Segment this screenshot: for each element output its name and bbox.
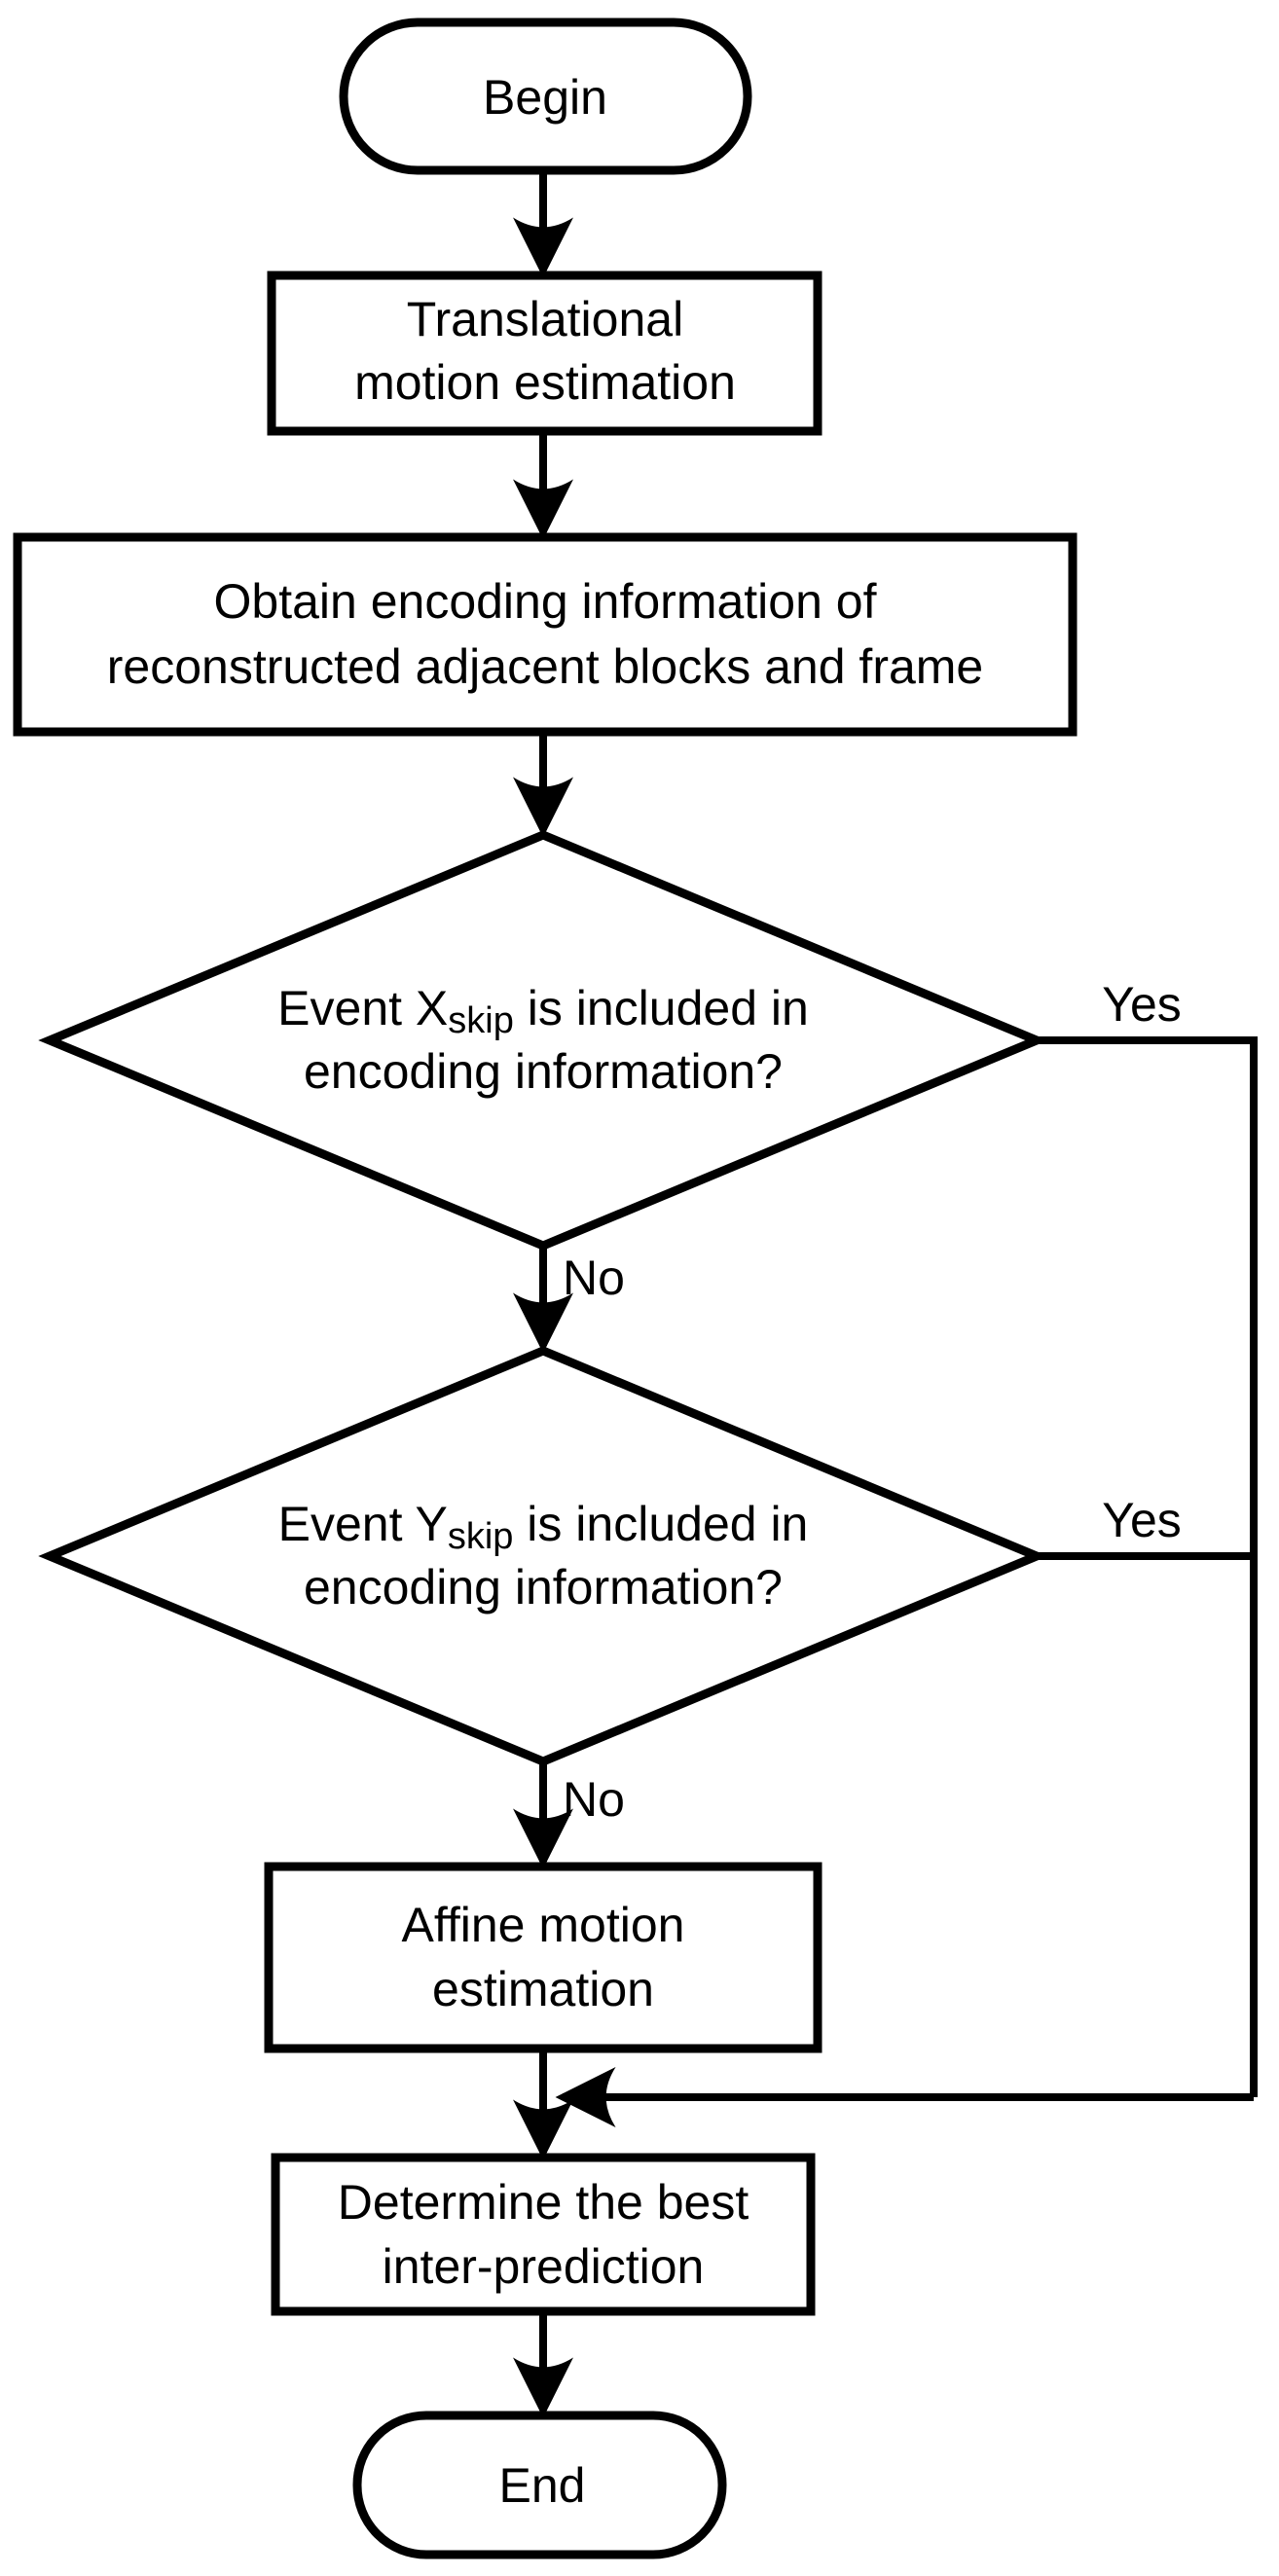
decision-x-label-line2: encoding information? bbox=[304, 1044, 783, 1099]
label-no-decision-y: No bbox=[563, 1772, 625, 1827]
process-affine-motion-estimation bbox=[264, 1862, 822, 2053]
terminator-begin-label: Begin bbox=[483, 70, 607, 125]
process-translational-motion-estimation bbox=[267, 271, 822, 436]
decision-x-label-line1: Event Xskip is included in bbox=[277, 981, 809, 1041]
decision-event-y-skip bbox=[38, 1346, 1048, 1766]
terminator-end-label: End bbox=[499, 2458, 586, 2513]
label-yes-decision-x: Yes bbox=[1102, 977, 1182, 1032]
process-obtain-encoding-information bbox=[13, 532, 1078, 737]
decision-y-label-line2: encoding information? bbox=[304, 1560, 783, 1615]
process-determine-best-inter-prediction bbox=[271, 2153, 816, 2316]
decision-y-label-line1: Event Yskip is included in bbox=[278, 1497, 809, 1557]
decision-event-x-skip bbox=[38, 830, 1048, 1251]
label-yes-decision-y: Yes bbox=[1102, 1493, 1182, 1547]
terminator-end bbox=[352, 2411, 727, 2559]
terminator-begin bbox=[339, 18, 752, 175]
label-no-decision-x: No bbox=[563, 1251, 625, 1305]
